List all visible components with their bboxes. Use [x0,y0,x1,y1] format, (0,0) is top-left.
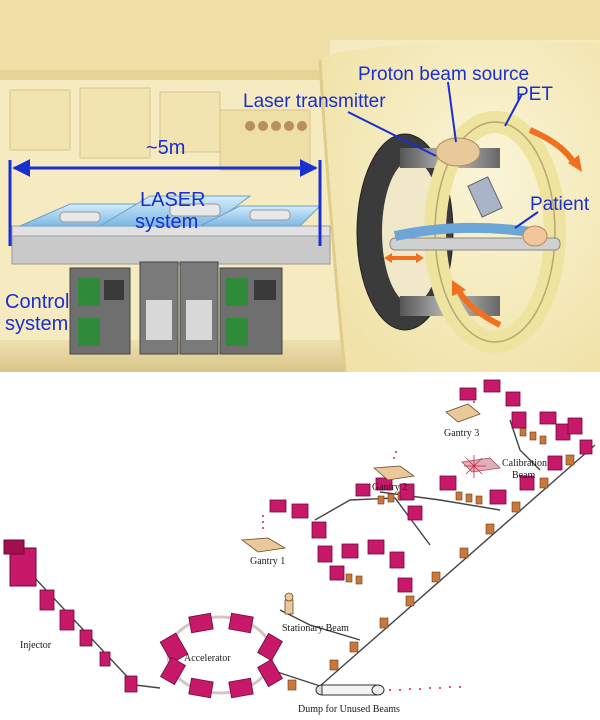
control-cabinets [69,261,283,355]
calibration-beam-label-line2: Beam [512,470,536,481]
gantry1-label: Gantry 1 [250,556,285,567]
laser-system-label-line2: system [135,211,198,233]
control-system-label-line2: system [5,313,68,335]
injector-block [3,539,37,587]
dump-label: Dump for Unused Beams [298,704,400,715]
wall-lights [245,121,307,131]
dimension-arrow [8,159,322,246]
gantry-machine [356,111,582,353]
gantry2-label: Gantry 2 [372,482,407,493]
facility-layout [3,379,596,699]
calibration-beam-label: Calibration [502,458,547,469]
control-system-label: Control [5,291,69,313]
stationary-beam-seat [284,592,294,615]
stationary-beam-label: Stationary Beam [282,623,349,634]
pet-label: PET [516,84,553,105]
gantry3-label: Gantry 3 [444,428,479,439]
patient-label: Patient [530,194,590,215]
beam-dump [315,684,385,696]
injector-label: Injector [20,640,52,651]
laser-system-label: LASER [140,189,206,211]
laser-transmitter-label: Laser transmitter [243,91,386,112]
calibration-beam-marker [464,455,486,478]
dimension-label: ~5m [146,137,185,159]
accelerator-label: Accelerator [184,653,231,664]
proton-beam-source-label: Proton beam source [358,64,529,85]
label-leaders [347,81,539,229]
